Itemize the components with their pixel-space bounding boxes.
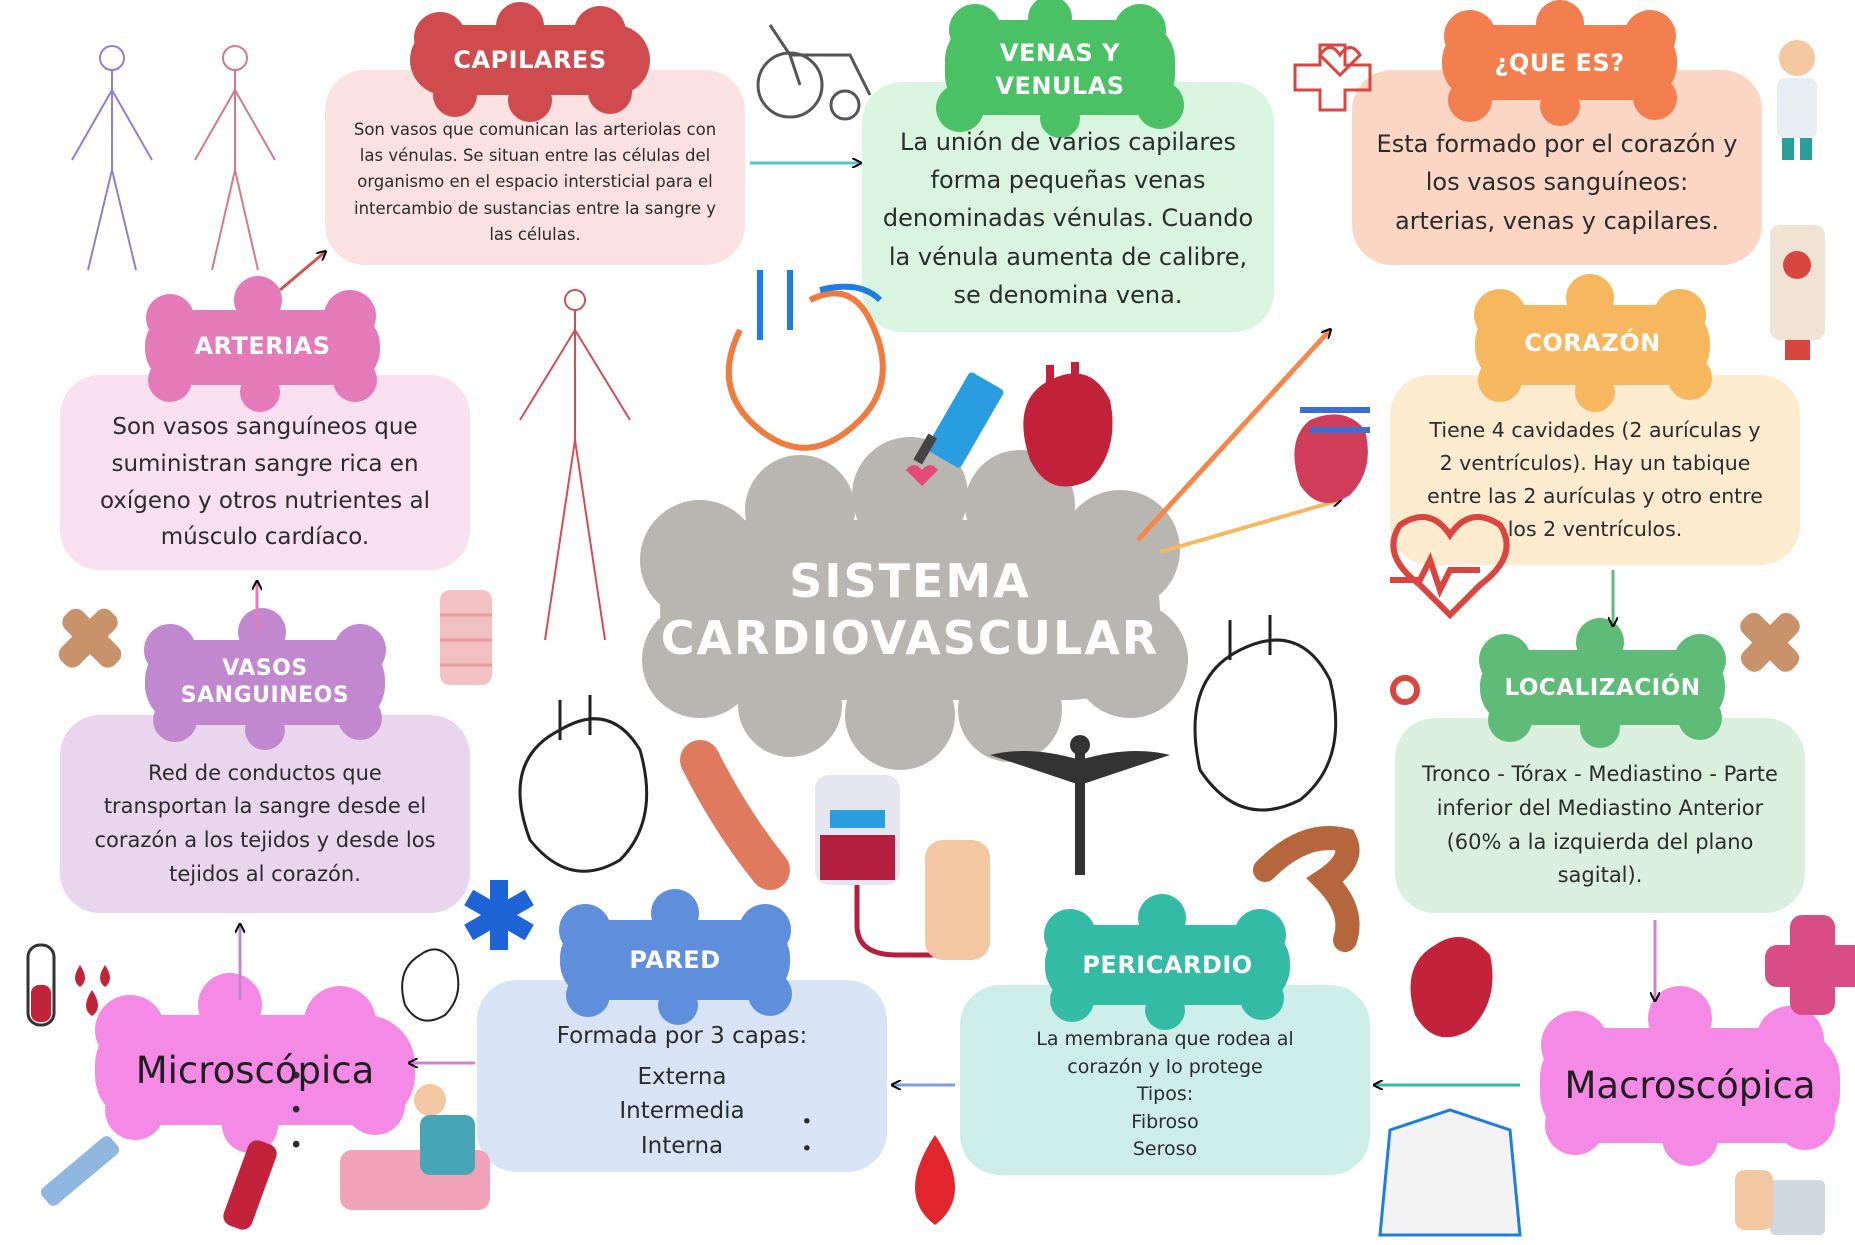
vasos-text: Red de conductos que transportan la sang… bbox=[86, 757, 444, 891]
capilares-body: Son vasos que comunican las arteriolas c… bbox=[325, 100, 745, 265]
localizacion-text: Tronco - Tórax - Mediastino - Parte infe… bbox=[1419, 758, 1781, 892]
pericardio-title: PERICARDIO bbox=[1045, 925, 1290, 1005]
capilares-title: CAPILARES bbox=[410, 25, 650, 95]
star-of-life-icon bbox=[464, 880, 534, 950]
que-es-text: Esta formado por el corazón y los vasos … bbox=[1374, 125, 1740, 240]
sketched-heart-icon-right bbox=[1195, 615, 1336, 810]
pericardio-item: Seroso bbox=[1131, 1136, 1198, 1164]
caduceus-icon bbox=[990, 735, 1170, 875]
corazon-text: Tiene 4 cavidades (2 aurículas y 2 ventr… bbox=[1424, 414, 1766, 545]
arterias-body: Son vasos sanguíneos que suministran san… bbox=[60, 395, 470, 570]
small-sketched-heart-icon bbox=[402, 949, 458, 1020]
pared-intro: Formada por 3 capas: bbox=[557, 1019, 808, 1054]
capilares-text: Son vasos que comunican las arteriolas c… bbox=[343, 117, 727, 249]
pericardio-types-label: Tipos: bbox=[1137, 1081, 1193, 1109]
band-aid-icon-left bbox=[55, 605, 126, 672]
test-tube-icon bbox=[28, 945, 54, 1025]
localizacion-title: LOCALIZACIÓN bbox=[1480, 650, 1725, 725]
center-title: SISTEMA CARDIOVASCULAR bbox=[660, 520, 1160, 700]
pared-item: Interna bbox=[619, 1129, 744, 1164]
wheelchair-icon bbox=[758, 25, 870, 119]
corazon-title: CORAZÓN bbox=[1475, 303, 1710, 383]
venas-title: VENAS Y VENULAS bbox=[945, 22, 1175, 117]
pared-item: Externa bbox=[619, 1060, 744, 1095]
arterias-title: ARTERIAS bbox=[145, 308, 380, 383]
body-veins-icon-right bbox=[195, 46, 275, 270]
corazon-body: Tiene 4 cavidades (2 aurículas y 2 ventr… bbox=[1390, 395, 1800, 565]
que-es-body: Esta formado por el corazón y los vasos … bbox=[1352, 100, 1762, 265]
bandage-roll-icon bbox=[440, 590, 492, 685]
artery-tube-icon bbox=[700, 760, 770, 870]
pericardio-body: La membrana que rodea al corazón y lo pr… bbox=[960, 1015, 1370, 1175]
blood-vial-icon bbox=[221, 1138, 280, 1233]
pared-item: Intermedia bbox=[619, 1094, 744, 1129]
pared-body: Formada por 3 capas: Externa Intermedia … bbox=[477, 1010, 887, 1172]
pink-cross-icon bbox=[1765, 915, 1855, 1015]
ointment-tube-icon bbox=[1770, 225, 1825, 360]
heart-outline-icon bbox=[729, 270, 883, 448]
macroscopica-label: Macroscópica bbox=[1540, 1028, 1840, 1143]
body-veins-icon-left bbox=[72, 46, 152, 270]
pericardio-intro: La membrana que rodea al corazón y lo pr… bbox=[1000, 1026, 1330, 1081]
blood-drop-character-icon bbox=[915, 1135, 955, 1225]
pericardio-item: Fibroso bbox=[1131, 1109, 1198, 1137]
band-aid-icon-right bbox=[1736, 609, 1804, 676]
injection-syringe-icon bbox=[38, 1134, 121, 1209]
pared-title: PARED bbox=[560, 920, 790, 1000]
sketched-heart-icon-left bbox=[520, 695, 647, 871]
hand-monitor-icon bbox=[1735, 1170, 1825, 1235]
doctor-coat-icon bbox=[1380, 1110, 1520, 1235]
anatomical-heart-color-icon bbox=[1294, 410, 1370, 503]
vasos-body: Red de conductos que transportan la sang… bbox=[60, 735, 470, 913]
realistic-heart-icon bbox=[1411, 937, 1493, 1037]
arterias-text: Son vasos sanguíneos que suministran san… bbox=[78, 409, 452, 556]
que-es-title: ¿QUE ES? bbox=[1442, 25, 1677, 100]
venas-body: La unión de varios capilares forma peque… bbox=[862, 105, 1274, 332]
pared-list: Externa Intermedia Interna bbox=[619, 1060, 744, 1164]
anatomical-heart-red-icon bbox=[1023, 362, 1112, 487]
fist-arm-icon bbox=[925, 840, 990, 960]
pericardio-list: Fibroso Seroso bbox=[1131, 1109, 1198, 1164]
localizacion-body: Tronco - Tórax - Mediastino - Parte infe… bbox=[1395, 738, 1805, 913]
doctor-icon bbox=[1777, 40, 1817, 160]
venas-text: La unión de varios capilares forma peque… bbox=[878, 123, 1258, 315]
vasos-title: VASOS SANGUINEOS bbox=[145, 640, 385, 725]
microscopica-label: Microscópica bbox=[95, 1015, 415, 1125]
circulatory-system-icon bbox=[520, 290, 630, 640]
